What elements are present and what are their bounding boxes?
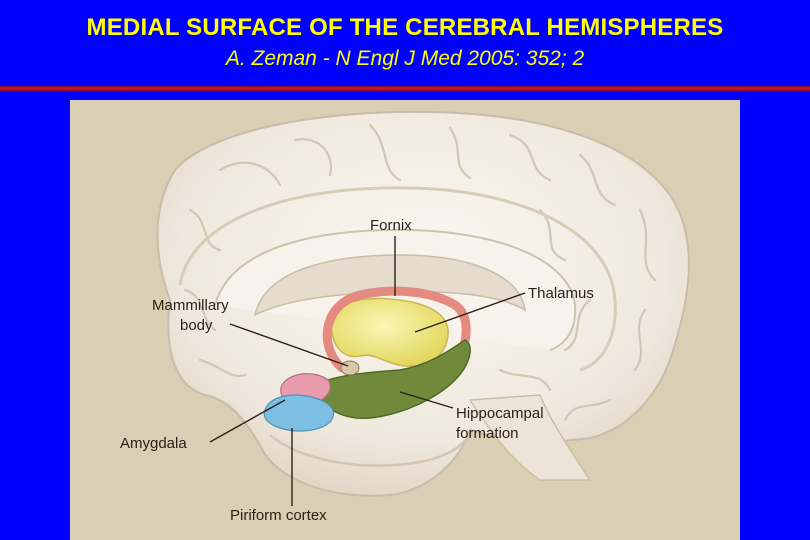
brain-illustration: Fornix Thalamus Mammillary body Hippocam… bbox=[70, 100, 740, 540]
label-hippocampal-line2: formation bbox=[456, 425, 519, 442]
slide-title: MEDIAL SURFACE OF THE CEREBRAL HEMISPHER… bbox=[0, 14, 810, 42]
piriform-cortex bbox=[264, 395, 333, 431]
brain-diagram: Fornix Thalamus Mammillary body Hippocam… bbox=[70, 100, 740, 540]
title-divider bbox=[0, 86, 810, 91]
label-thalamus: Thalamus bbox=[528, 285, 594, 302]
label-mammillary-line1: Mammillary bbox=[152, 297, 229, 314]
label-hippocampal-line1: Hippocampal bbox=[456, 405, 544, 422]
slide-subtitle: A. Zeman - N Engl J Med 2005: 352; 2 bbox=[0, 47, 810, 71]
thalamus bbox=[331, 299, 448, 367]
label-fornix: Fornix bbox=[370, 217, 412, 234]
label-amygdala: Amygdala bbox=[120, 435, 187, 452]
mammillary-body bbox=[341, 361, 359, 375]
label-piriform-cortex: Piriform cortex bbox=[230, 507, 327, 524]
label-mammillary-line2: body bbox=[180, 317, 213, 334]
